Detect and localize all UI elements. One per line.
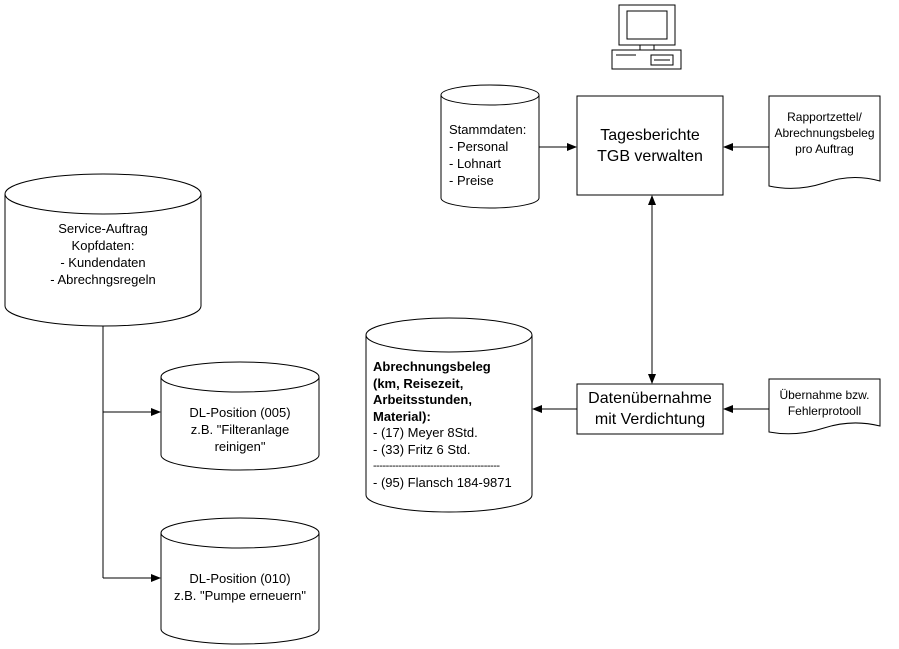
- service-auftrag-line3: - Kundendaten: [60, 255, 146, 270]
- dl-position-005-label: DL-Position (005) z.B. "Filteranlage rei…: [161, 404, 319, 455]
- stammdaten-label: Stammdaten: - Personal - Lohnart - Preis…: [449, 121, 526, 189]
- tagesberichte-line2: TGB verwalten: [597, 148, 703, 165]
- datenuebernahme-line1: Datenübernahme: [588, 390, 712, 407]
- rapportzettel-document: [768, 95, 881, 189]
- dl-position-010-cylinder: [160, 517, 320, 645]
- tagesberichte-line1: Tagesberichte: [600, 127, 700, 144]
- dl-position-005-line3: reinigen": [214, 439, 266, 454]
- stammdaten-item: - Preise: [449, 173, 494, 188]
- stammdaten-title: Stammdaten:: [449, 122, 527, 137]
- uebernahme-line2: Fehlerprotooll: [787, 404, 862, 418]
- abrechnungsbeleg-last-line: - (95) Flansch 184-9871: [373, 474, 512, 490]
- abrechnungsbeleg-line: - (33) Fritz 6 Std.: [373, 441, 471, 457]
- dl-position-005-line1: DL-Position (005): [189, 405, 291, 420]
- rapportzettel-line2: Abrechnungsbeleg: [774, 126, 875, 140]
- computer-icon: [611, 4, 682, 70]
- abrechnungsbeleg-separator: ----------------------------------------: [373, 460, 500, 472]
- service-auftrag-line4: - Abrechngsregeln: [50, 272, 156, 287]
- service-auftrag-line1: Service-Auftrag: [58, 221, 148, 236]
- uebernahme-line1: Übernahme bzw.: [779, 388, 870, 402]
- datenuebernahme-line2: mit Verdichtung: [594, 411, 706, 428]
- stammdaten-item: - Lohnart: [449, 156, 502, 171]
- service-auftrag-cylinder: [4, 173, 202, 327]
- datenuebernahme-label: Datenübernahme mit Verdichtung: [577, 388, 723, 430]
- datenuebernahme-box: [576, 383, 724, 435]
- rapportzettel-line1: Rapportzettel/: [787, 110, 862, 124]
- tagesberichte-box: [576, 95, 724, 196]
- rapportzettel-line3: pro Auftrag: [795, 142, 854, 156]
- tagesberichte-label: Tagesberichte TGB verwalten: [577, 125, 723, 167]
- abrechnungsbeleg-label: Abrechnungsbeleg (km, Reisezeit, Arbeits…: [373, 359, 512, 491]
- stammdaten-item: - Personal: [449, 139, 509, 154]
- abrechnungsbeleg-bold-line: (km, Reisezeit,: [373, 375, 464, 391]
- uebernahme-document: [768, 378, 881, 435]
- dl-position-005-line2: z.B. "Filteranlage: [190, 422, 290, 437]
- service-auftrag-label: Service-Auftrag Kopfdaten: - Kundendaten…: [5, 220, 201, 288]
- rapportzettel-label: Rapportzettel/ Abrechnungsbeleg pro Auft…: [769, 109, 880, 157]
- uebernahme-label: Übernahme bzw. Fehlerprotooll: [769, 387, 880, 419]
- abrechnungsbeleg-bold-line: Arbeitsstunden,: [373, 392, 472, 407]
- abrechnungsbeleg-line: - (17) Meyer 8Std.: [373, 425, 478, 440]
- dl-position-010-line2: z.B. "Pumpe erneuern": [173, 588, 307, 603]
- abrechnungsbeleg-bold-line: Abrechnungsbeleg: [373, 359, 491, 374]
- dl-position-010-label: DL-Position (010) z.B. "Pumpe erneuern": [161, 570, 319, 604]
- service-auftrag-line2: Kopfdaten:: [71, 238, 135, 253]
- dl-position-005-cylinder: [160, 361, 320, 471]
- stammdaten-cylinder: [440, 84, 540, 209]
- abrechnungsbeleg-cylinder: [365, 317, 533, 513]
- abrechnungsbeleg-bold-line: Material):: [373, 408, 431, 424]
- dl-position-010-line1: DL-Position (010): [189, 571, 291, 586]
